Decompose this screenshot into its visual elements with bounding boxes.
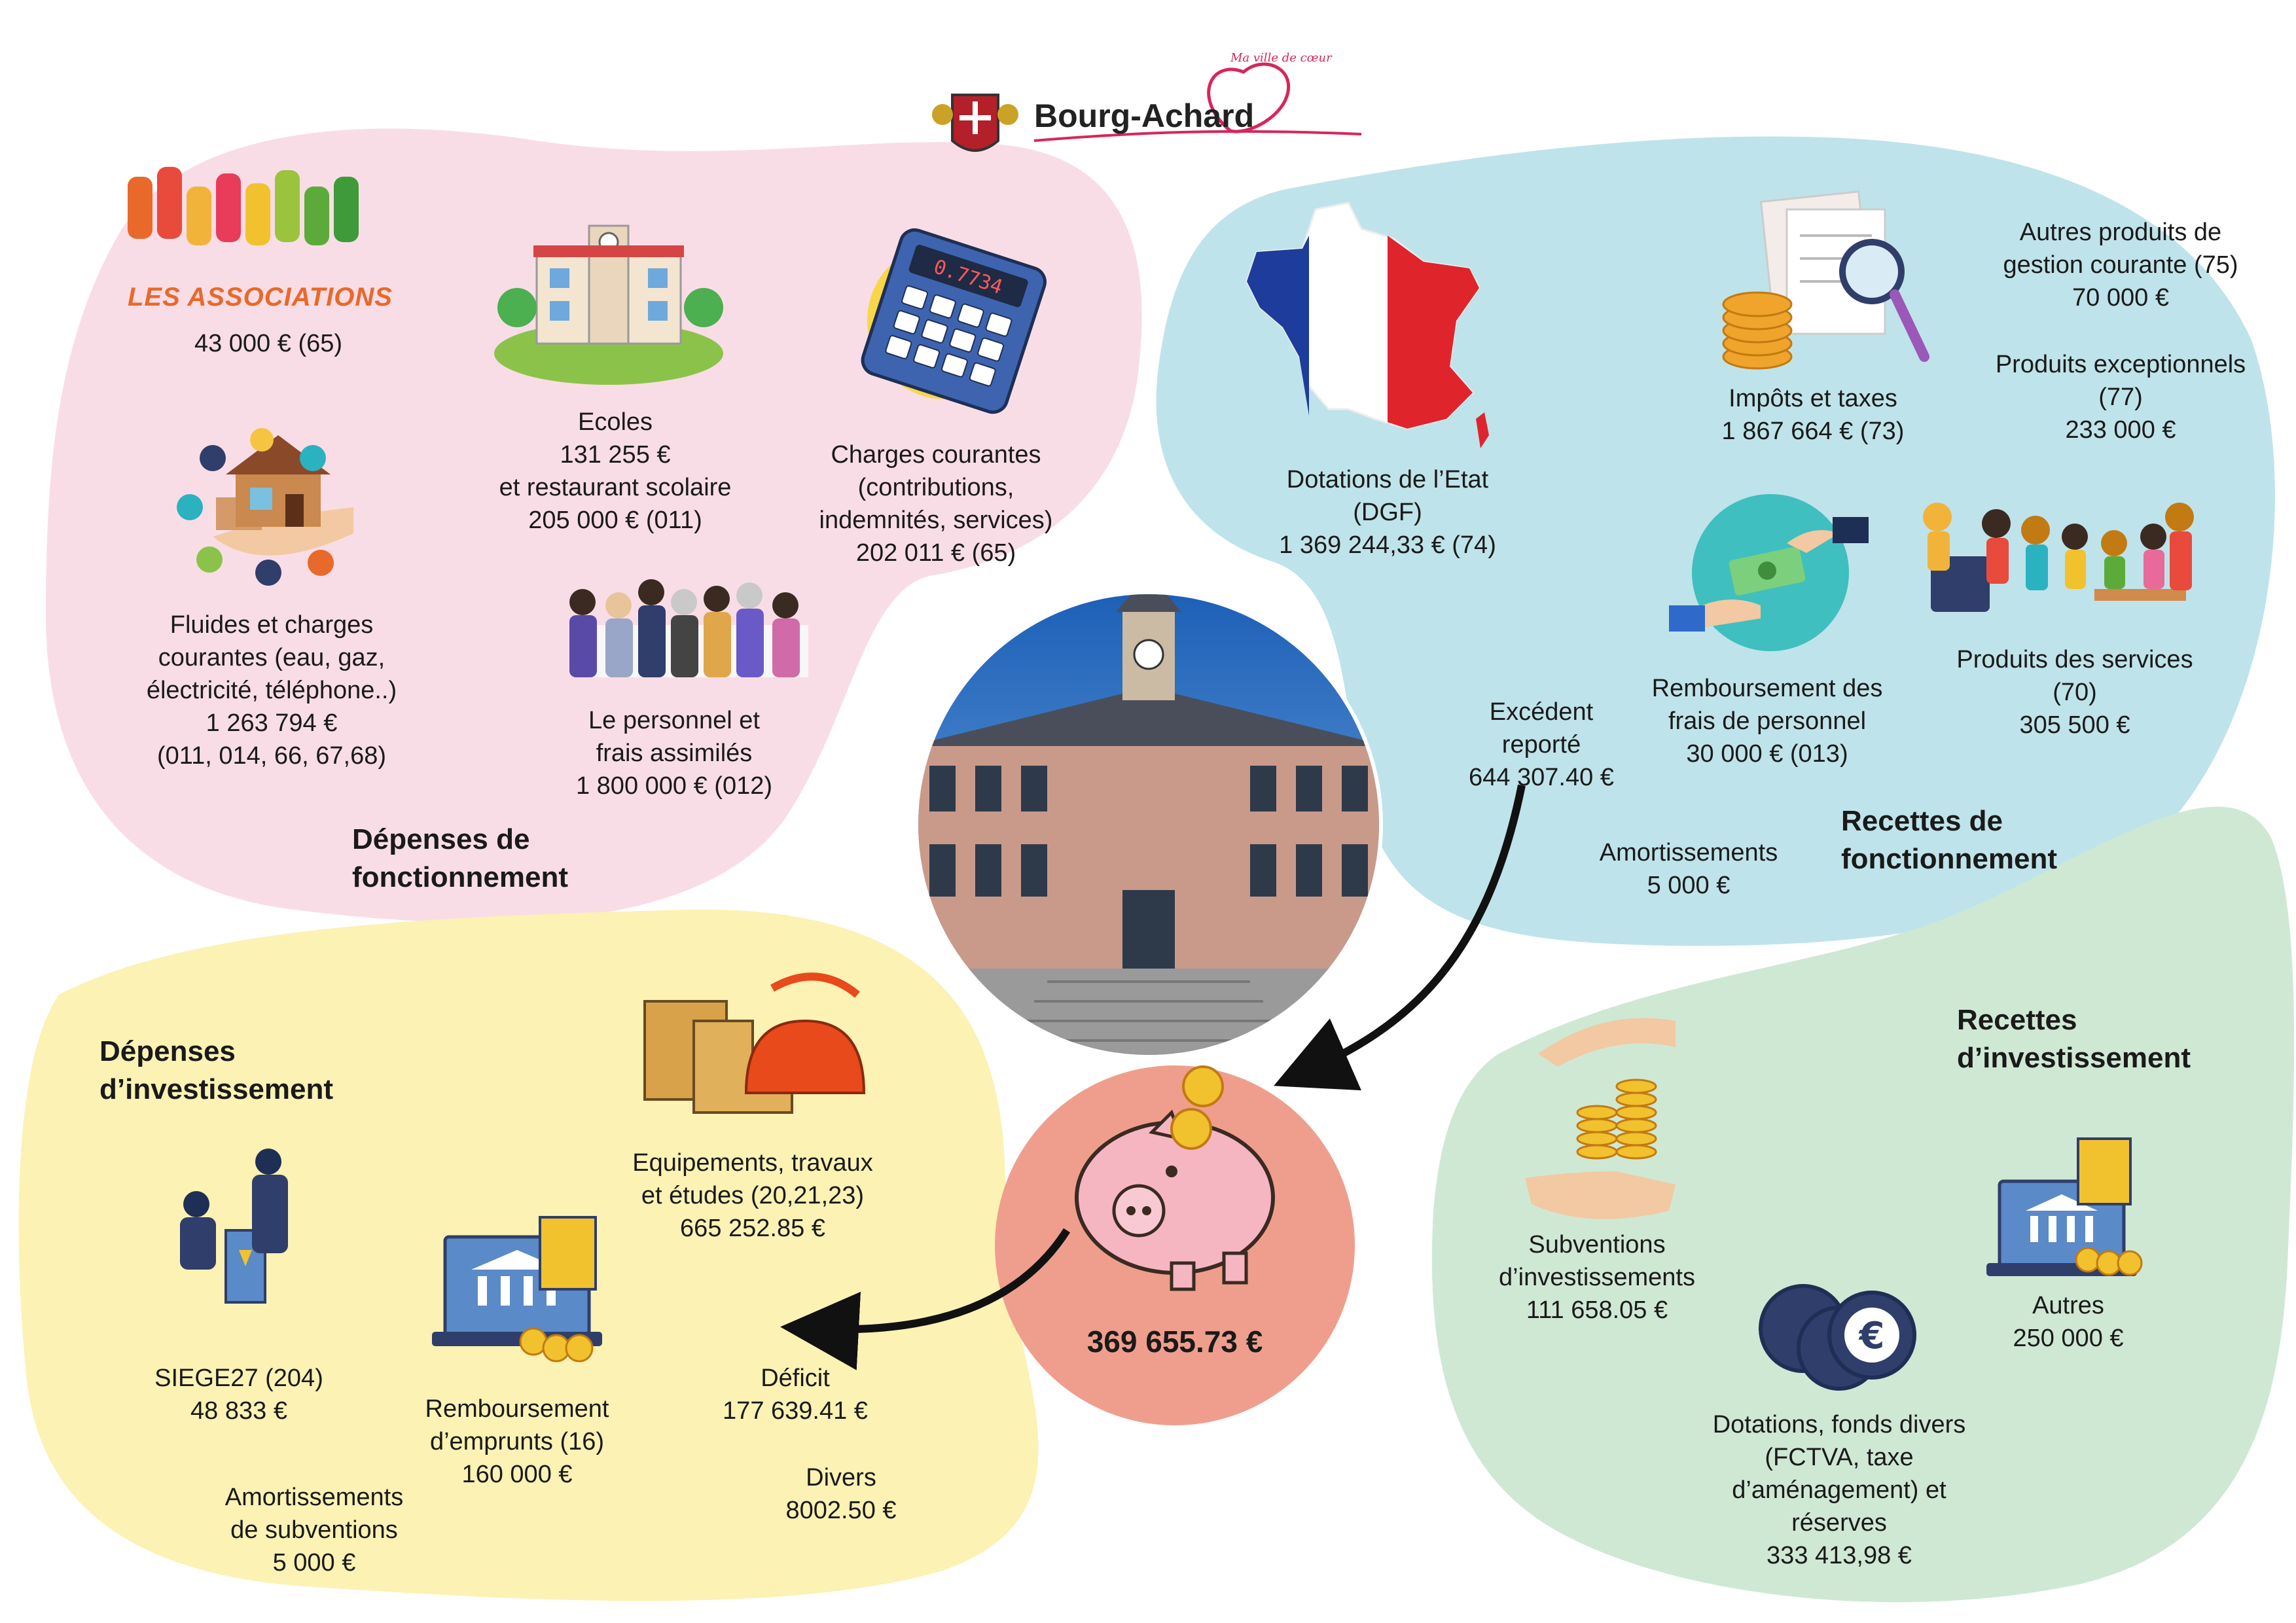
money-exchange-icon <box>1669 494 1869 651</box>
fluides-label: Fluides et charges courantes (eau, gaz, … <box>146 611 397 770</box>
autres-produits-label: Autres produits de gestion courante (75)… <box>2003 219 2238 312</box>
divers-label: Divers 8002.50 € <box>785 1464 897 1524</box>
produits-services-label: Produits des services (70) 305 500 € <box>1956 646 2193 739</box>
depenses-investissement-title: Dépenses d’investissement <box>99 1035 334 1105</box>
excedent-label: Excédent reporté 644 307.40 € <box>1469 698 1614 791</box>
ecoles-label: Ecoles 131 255 € et restaurant scolaire … <box>499 408 732 534</box>
associations-logo: LES ASSOCIATIONS <box>128 283 393 312</box>
remboursement-personnel-label: Remboursement des frais de personnel 30 … <box>1651 675 1883 768</box>
brand-name: Bourg-Achard <box>1034 98 1255 134</box>
crest-icon <box>932 94 1018 152</box>
electricians-icon <box>180 1149 288 1304</box>
people-group-icon <box>569 579 808 677</box>
emprunts-label: Remboursement d’emprunts (16) 160 000 € <box>425 1395 609 1488</box>
dotations-etat-label: Dotations de l’Etat (DGF) 1 369 244,33 €… <box>1279 466 1496 559</box>
deficit-label: Déficit 177 639.41 € <box>723 1364 868 1425</box>
charges-courantes-label: Charges courantes (contributions, indemn… <box>819 441 1053 567</box>
canteen-kids-icon <box>1923 503 2194 612</box>
bank-laptop-icon <box>432 1216 602 1363</box>
autres-label: Autres 250 000 € <box>2013 1292 2124 1352</box>
produits-exceptionnels-label: Produits exceptionnels (77) 233 000 € <box>1995 351 2246 444</box>
equipements-label: Equipements, travaux et études (20,21,23… <box>632 1149 873 1242</box>
hands-coins-icon <box>1525 1018 1676 1219</box>
recettes-fonctionnement-title: Recettes de fonctionnement <box>1841 805 2057 875</box>
piggy-bank-icon <box>1075 1065 1275 1291</box>
raised-hands-icon <box>128 167 359 245</box>
subventions-label: Subventions d’investissements 111 658.05… <box>1499 1231 1695 1324</box>
arrow-excedent-to-center <box>1274 784 1526 1091</box>
dotations-fonds-label: Dotations, fonds divers (FCTVA, taxe d’a… <box>1712 1411 1966 1569</box>
tax-documents-icon <box>1722 190 1929 370</box>
house-hand-icon <box>177 428 353 586</box>
associations-value: 43 000 € (65) <box>194 330 343 357</box>
impots-label: Impôts et taxes 1 867 664 € (73) <box>1721 385 1905 445</box>
heart-logo-icon <box>1033 62 1362 142</box>
arrow-center-to-deficit <box>780 1228 1071 1370</box>
recettes-investissement-title: Recettes d’investissement <box>1957 1004 2191 1074</box>
svg-text:€: € <box>1858 1315 1885 1357</box>
depenses-fonctionnement-title: Dépenses de fonctionnement <box>352 823 568 893</box>
town-hall-photo <box>914 590 1383 1059</box>
amortissements-recettes-label: Amortissements 5 000 € <box>1599 839 1778 899</box>
bank-laptop-icon-2 <box>1986 1137 2143 1276</box>
amortissements-subventions-label: Amortissements de subventions 5 000 € <box>224 1484 404 1577</box>
center-value: 369 655.73 € <box>1086 1325 1263 1359</box>
siege27-label: SIEGE27 (204) 48 833 € <box>154 1364 323 1425</box>
boots-helmet-icon <box>643 972 866 1114</box>
calculator-icon: 0.7734 <box>861 228 1047 414</box>
school-icon <box>494 224 723 385</box>
france-map-icon <box>1246 202 1489 448</box>
slogan: Ma ville de cœur <box>1230 51 1332 65</box>
personnel-label: Le personnel et frais assimilés 1 800 00… <box>575 707 772 800</box>
recettes-investissement-blob <box>1431 806 2295 1603</box>
euro-coins-icon: € <box>1759 1284 1916 1391</box>
